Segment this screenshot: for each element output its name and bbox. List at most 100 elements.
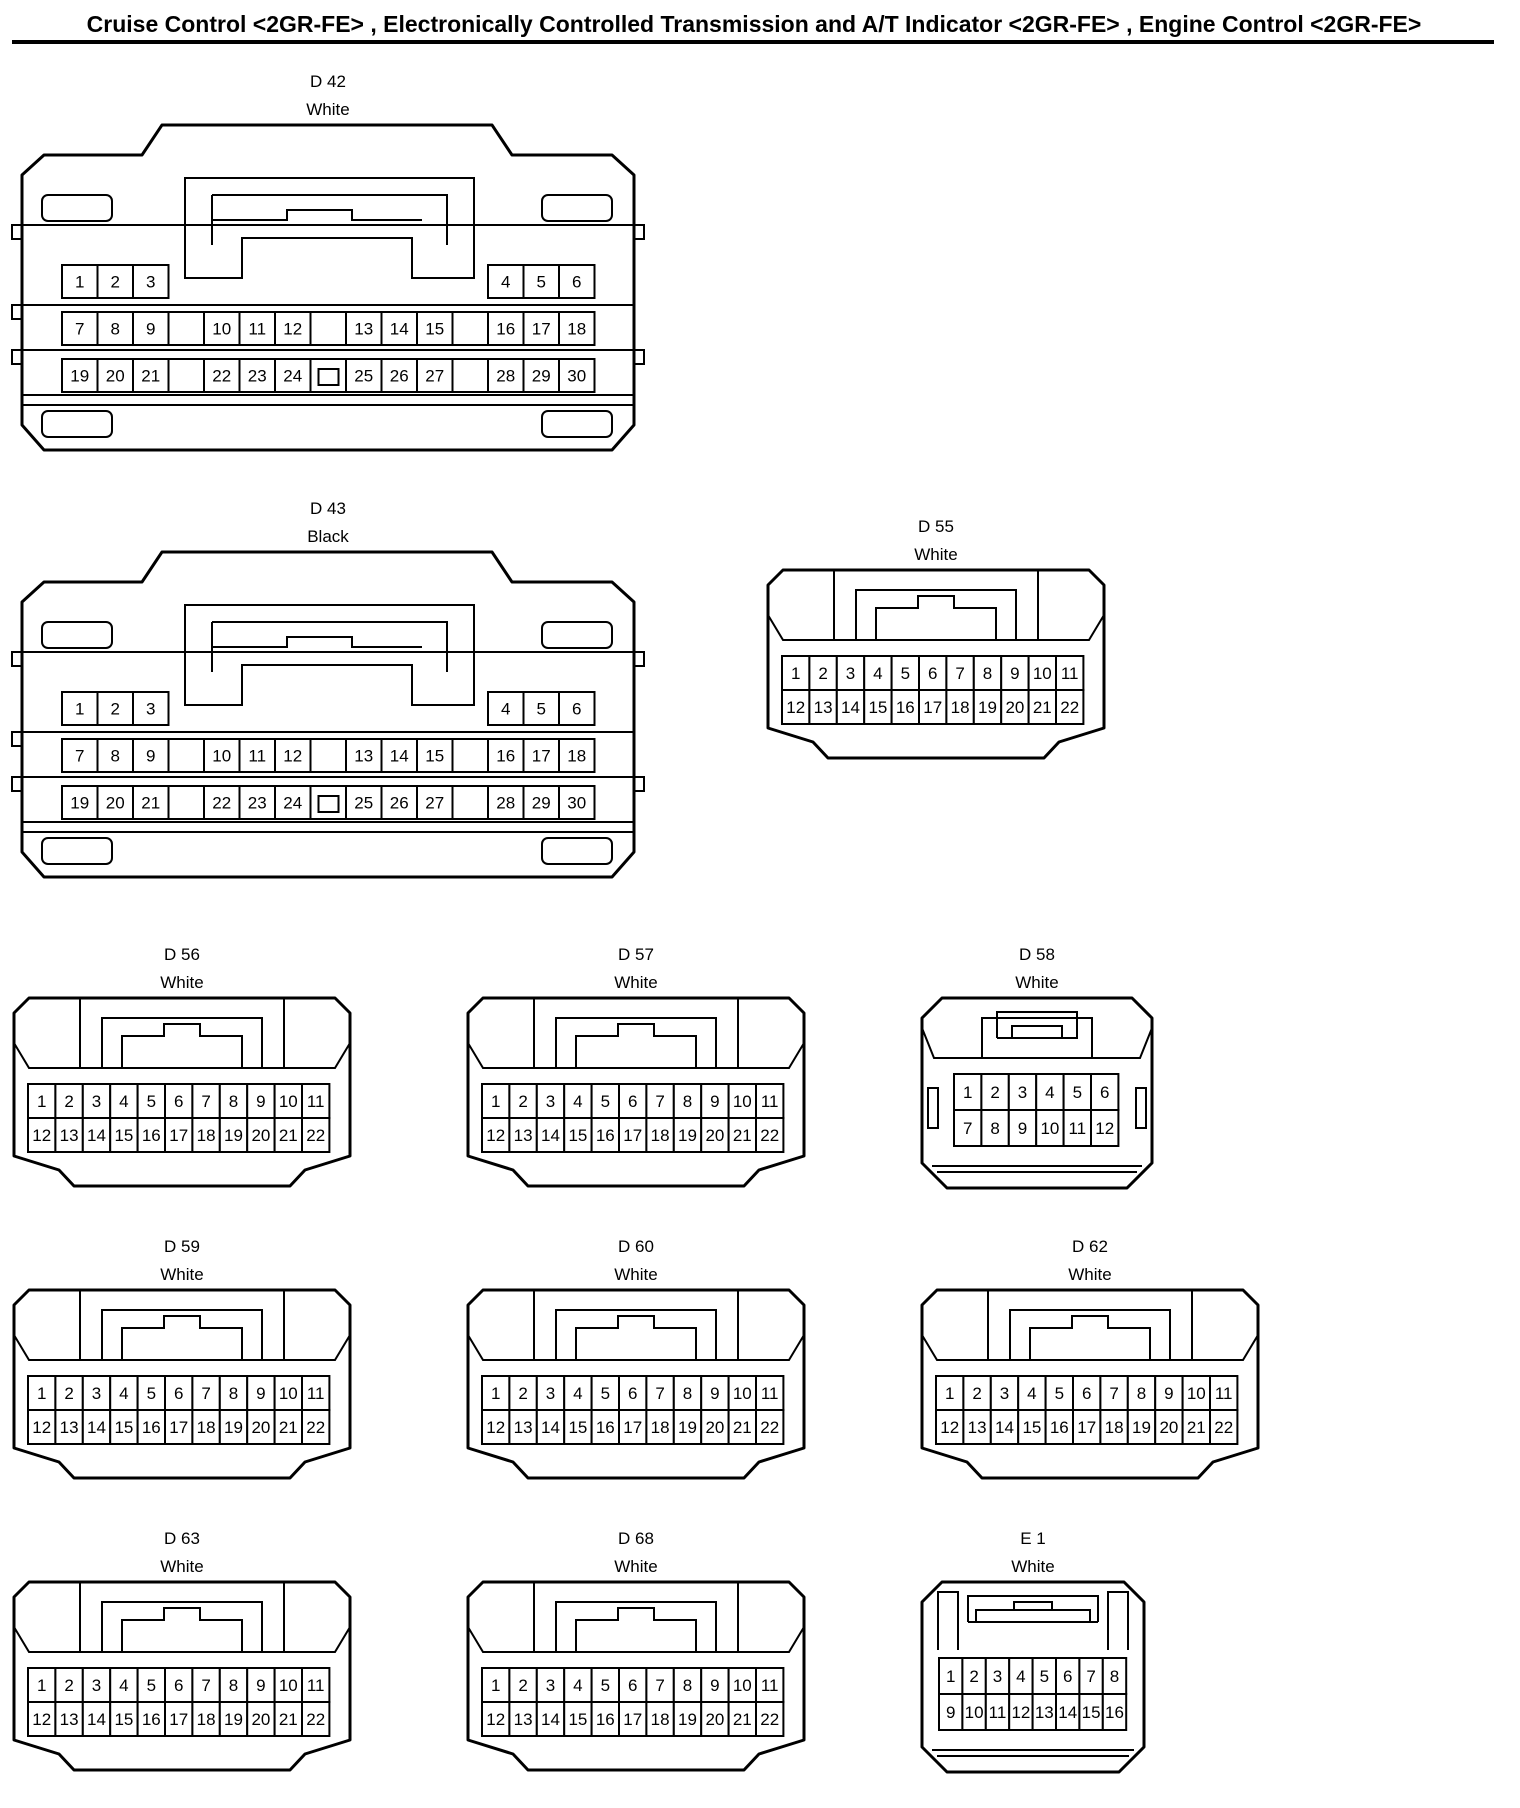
pin-cell <box>96 311 134 346</box>
blank-cavity <box>167 785 205 820</box>
pin-cell <box>301 1409 331 1445</box>
pin-number: 12 <box>283 747 302 766</box>
pin-number: 3 <box>92 1676 101 1695</box>
latch <box>79 1582 285 1652</box>
pin-number: 6 <box>174 1676 183 1695</box>
pin-number: 6 <box>1082 1384 1091 1403</box>
pin-number: 15 <box>868 698 887 717</box>
connector-housing <box>466 996 806 1188</box>
blank-cavity <box>451 738 489 773</box>
pin-cell <box>96 785 134 820</box>
pin-cell <box>96 691 134 726</box>
pin-number: 8 <box>990 1119 999 1138</box>
pin-cell <box>672 1667 703 1703</box>
pin-cell <box>132 691 170 726</box>
pin-number: 3 <box>546 1384 555 1403</box>
pin-cell <box>1062 1073 1092 1111</box>
pin-cell <box>522 785 560 820</box>
connector-color: White <box>614 973 657 992</box>
pin-cell <box>618 1409 648 1445</box>
shroud-line <box>13 1042 351 1069</box>
pin-number: 17 <box>532 747 551 766</box>
pin-cell <box>1055 689 1085 725</box>
pin-number: 16 <box>1050 1418 1069 1437</box>
pin-number: 21 <box>141 794 160 813</box>
connector-color: White <box>614 1265 657 1284</box>
pin-number: 1 <box>945 1384 954 1403</box>
pin-number: 20 <box>106 367 125 386</box>
pin-number: 26 <box>390 794 409 813</box>
connector-code: D 68 <box>618 1529 654 1548</box>
pin-cell <box>301 1117 331 1153</box>
connector-color: White <box>160 973 203 992</box>
pin-number: 2 <box>111 273 120 292</box>
pin-cell <box>672 1117 703 1153</box>
pin-cell <box>1209 1409 1239 1445</box>
pin-number: 13 <box>514 1418 533 1437</box>
pin-cell <box>980 1073 1010 1111</box>
pin-number: 22 <box>1060 698 1079 717</box>
pin-cell <box>1007 1109 1038 1147</box>
pin-number: 10 <box>279 1676 298 1695</box>
pin-number: 1 <box>491 1092 500 1111</box>
pin-cell <box>246 1083 276 1119</box>
pin-number: 3 <box>146 273 155 292</box>
pin-number: 15 <box>114 1710 133 1729</box>
pin-cell <box>54 1083 84 1119</box>
pin-cell <box>136 1701 167 1737</box>
pin-number: 6 <box>572 273 581 292</box>
latch <box>533 1582 739 1652</box>
pin-cell <box>755 1375 785 1411</box>
pin-number: 11 <box>248 747 266 766</box>
latch-frame <box>184 177 475 279</box>
pin-cell <box>558 691 596 726</box>
pin-number: 14 <box>87 1710 106 1729</box>
connector-code: D 55 <box>918 517 954 536</box>
pin-number: 12 <box>940 1418 959 1437</box>
pin-number: 7 <box>201 1384 210 1403</box>
pin-number: 18 <box>197 1710 216 1729</box>
pin-number: 15 <box>114 1126 133 1145</box>
lock-tab <box>541 621 613 649</box>
pin-number: 1 <box>75 273 84 292</box>
pin-cell <box>132 264 170 299</box>
pin-number: 5 <box>901 664 910 683</box>
pin-number: 8 <box>111 747 120 766</box>
pin-cell <box>301 1375 331 1411</box>
pin-number: 9 <box>256 1676 265 1695</box>
pin-cell <box>918 689 948 725</box>
pin-number: 21 <box>1033 698 1052 717</box>
pin-number: 2 <box>969 1667 978 1686</box>
pin-number: 2 <box>518 1384 527 1403</box>
connector-code: D 56 <box>164 945 200 964</box>
pin-number: 2 <box>64 1676 73 1695</box>
side-notch <box>633 224 645 240</box>
pin-number: 3 <box>92 1092 101 1111</box>
shroud-line <box>467 1626 805 1653</box>
pin-number: 2 <box>972 1384 981 1403</box>
pin-cell <box>274 358 312 393</box>
connector-housing <box>766 568 1106 760</box>
pin-number: 19 <box>678 1126 697 1145</box>
pin-number: 8 <box>683 1676 692 1695</box>
pin-number: 23 <box>248 367 267 386</box>
pin-cell <box>273 1409 304 1445</box>
pin-number: 20 <box>251 1418 270 1437</box>
pin-number: 2 <box>64 1092 73 1111</box>
pin-number: 10 <box>279 1092 298 1111</box>
pin-cell <box>1072 1409 1102 1445</box>
connector-housing <box>920 1288 1260 1480</box>
pin-number: 9 <box>146 320 155 339</box>
connector-color: White <box>160 1557 203 1576</box>
connector-color: White <box>160 1265 203 1284</box>
side-notch <box>11 224 23 240</box>
pin-number: 4 <box>573 1384 582 1403</box>
pin-number: 16 <box>142 1126 161 1145</box>
pin-number: 7 <box>655 1676 664 1695</box>
pin-cell <box>218 1375 249 1411</box>
pin-cell <box>61 691 99 726</box>
shroud-line <box>467 1334 805 1361</box>
